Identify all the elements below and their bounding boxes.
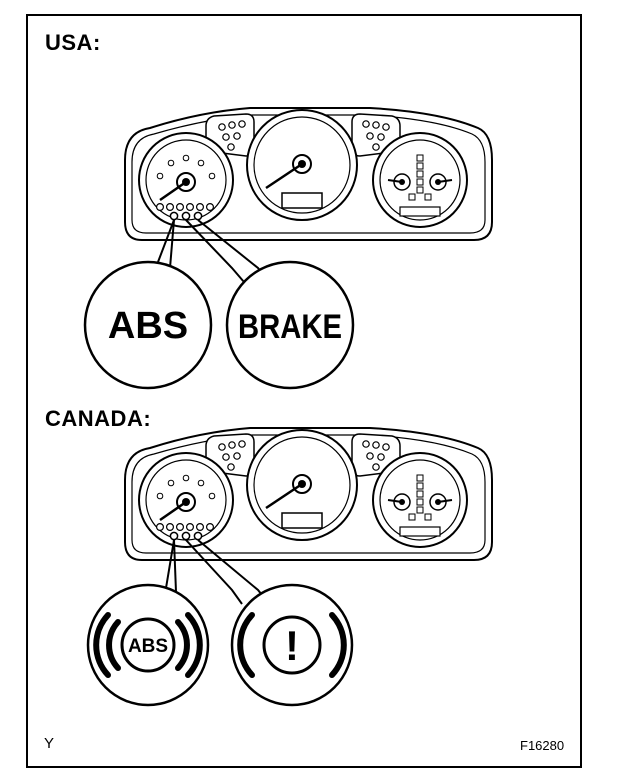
usa-abs-leader-line-2	[169, 219, 175, 269]
usa-abs-text: ABS	[108, 305, 188, 347]
canada-section-title: CANADA:	[45, 406, 152, 431]
corner-code: Y	[44, 735, 55, 752]
usa-abs-callout: ABS	[83, 260, 213, 390]
usa-brake-text: BRAKE	[238, 308, 342, 346]
canada-abs-leader-line-2	[173, 539, 177, 593]
usa-brake-leader-line	[185, 219, 245, 283]
canada-abs-symbol-text: ABS	[128, 636, 168, 657]
canada-abs-callout: ABS	[86, 583, 210, 707]
figure-id: F16280	[520, 738, 565, 753]
canada-instrument-cluster	[123, 426, 494, 562]
canada-brake-callout: !	[230, 583, 354, 707]
usa-brake-callout: BRAKE	[225, 260, 355, 390]
usa-instrument-cluster	[123, 106, 494, 242]
canada-brake-symbol-text: !	[285, 622, 299, 669]
canada-brake-leader-line	[185, 539, 243, 605]
figure-frame	[26, 14, 582, 768]
usa-section-title: USA:	[45, 30, 101, 55]
